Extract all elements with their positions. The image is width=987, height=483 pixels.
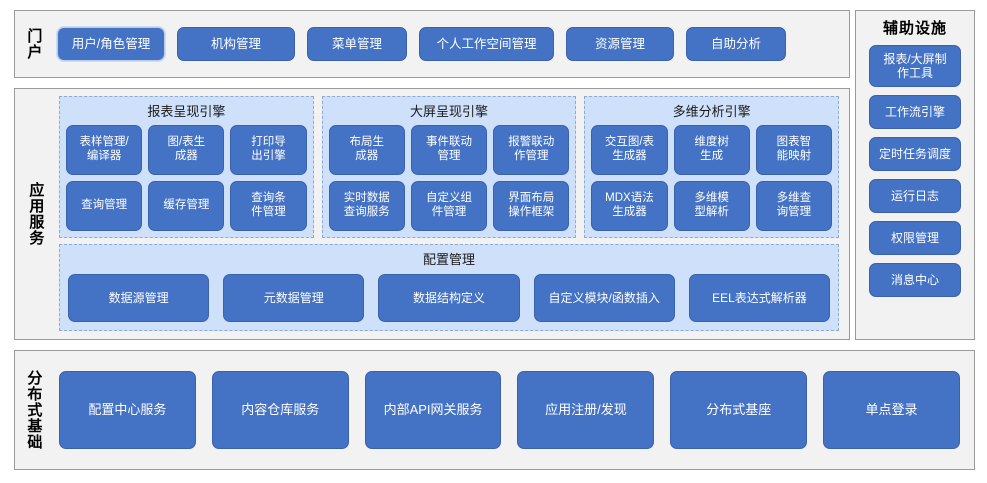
engine-item-realtime-data-query-service[interactable]: 实时数据 查询服务 [328,181,405,231]
application-services-body: 报表呈现引擎 表样管理/ 编译器 图/表生 成器 打印导 出引擎 查询管理 缓存… [55,89,849,339]
aux-button-group: 报表/大屏制 作工具 工作流引擎 定时任务调度 运行日志 权限管理 消息中心 [856,45,974,297]
distributed-foundation-items: 配置中心服务 内容仓库服务 内部API网关服务 应用注册/发现 分布式基座 单点… [51,351,974,469]
aux-facilities-panel: 辅助设施 报表/大屏制 作工具 工作流引擎 定时任务调度 运行日志 权限管理 消… [855,10,975,340]
engine-group-row: 报表呈现引擎 表样管理/ 编译器 图/表生 成器 打印导 出引擎 查询管理 缓存… [59,96,840,238]
portal-item-personal-workspace-management[interactable]: 个人工作空间管理 [419,27,554,61]
config-item-data-structure-definition[interactable]: 数据结构定义 [378,274,520,322]
aux-item-permission-management[interactable]: 权限管理 [869,221,961,255]
portal-item-resource-management[interactable]: 资源管理 [566,27,674,61]
dist-item-single-sign-on[interactable]: 单点登录 [823,371,960,449]
portal-tier-label: 门户 [25,28,43,60]
engine-items-report-rendering: 表样管理/ 编译器 图/表生 成器 打印导 出引擎 查询管理 缓存管理 查询条 … [66,125,307,231]
engine-item-interactive-chart-table-generator[interactable]: 交互图/表 生成器 [591,125,668,175]
engine-title-multidimensional-analysis: 多维分析引擎 [672,104,751,119]
config-item-metadata-management[interactable]: 元数据管理 [223,274,365,322]
dist-item-config-center-service[interactable]: 配置中心服务 [59,371,196,449]
engine-item-layout-generator[interactable]: 布局生 成器 [328,125,405,175]
dist-item-app-registration-discovery[interactable]: 应用注册/发现 [517,371,655,449]
engine-item-query-management[interactable]: 查询管理 [66,181,143,231]
engine-title-report-rendering: 报表呈现引擎 [147,104,226,119]
portal-item-user-role-management[interactable]: 用户/角色管理 [57,27,165,61]
engine-items-dashboard-rendering: 布局生 成器 事件联动 管理 报警联动 作管理 实时数据 查询服务 自定义组 件… [328,125,570,231]
config-item-eel-expression-parser[interactable]: EEL表达式解析器 [688,274,831,322]
configuration-management-title: 配置管理 [422,252,475,267]
aux-item-scheduled-task-scheduler[interactable]: 定时任务调度 [869,137,961,171]
engine-item-chart-table-generator[interactable]: 图/表生 成器 [148,125,225,175]
engine-item-cache-management[interactable]: 缓存管理 [148,181,225,231]
config-item-datasource-management[interactable]: 数据源管理 [68,274,210,322]
engine-item-query-condition-management[interactable]: 查询条 件管理 [230,181,307,231]
aux-panel-title: 辅助设施 [882,20,947,37]
portal-item-menu-management[interactable]: 菜单管理 [307,27,407,61]
dist-item-distributed-base[interactable]: 分布式基座 [670,371,808,449]
portal-item-org-management[interactable]: 机构管理 [177,27,295,61]
engine-item-custom-component-management[interactable]: 自定义组 件管理 [410,181,488,231]
engine-multidimensional-analysis: 多维分析引擎 交互图/表 生成器 维度树 生成 图表智 能映射 MDX语法 生成… [584,96,840,238]
configuration-management-group: 配置管理 数据源管理 元数据管理 数据结构定义 自定义模块/函数插入 EEL表达… [59,244,839,331]
portal-row: 门户 用户/角色管理 机构管理 菜单管理 个人工作空间管理 资源管理 自助分析 [14,10,979,78]
engine-item-chart-smart-mapping[interactable]: 图表智 能映射 [755,125,833,175]
aux-item-report-dashboard-authoring-tool[interactable]: 报表/大屏制 作工具 [869,45,961,87]
engine-item-multidimensional-query-management[interactable]: 多维查 询管理 [755,181,833,231]
distributed-foundation-panel: 分布式基础 配置中心服务 内容仓库服务 内部API网关服务 应用注册/发现 分布… [14,350,975,470]
engine-item-dimension-tree-generation[interactable]: 维度树 生成 [673,125,750,175]
engine-item-ui-layout-operation-framework[interactable]: 界面布局 操作框架 [493,181,570,231]
configuration-management-items: 数据源管理 元数据管理 数据结构定义 自定义模块/函数插入 EEL表达式解析器 [68,274,831,322]
portal-panel: 门户 用户/角色管理 机构管理 菜单管理 个人工作空间管理 资源管理 自助分析 [14,10,850,78]
aux-item-message-center[interactable]: 消息中心 [869,263,961,297]
engine-title-dashboard-rendering: 大屏呈现引擎 [410,104,489,119]
dist-item-content-repository-service[interactable]: 内容仓库服务 [211,371,349,449]
engine-item-print-export-engine[interactable]: 打印导 出引擎 [230,125,307,175]
engine-item-template-management-compiler[interactable]: 表样管理/ 编译器 [66,125,143,175]
portal-item-self-service-analysis[interactable]: 自助分析 [686,27,786,61]
engine-item-event-linkage-management[interactable]: 事件联动 管理 [410,125,488,175]
config-item-custom-module-function-insertion[interactable]: 自定义模块/函数插入 [533,274,675,322]
application-services-tier-label: 应用服务 [27,182,45,246]
dist-item-internal-api-gateway-service[interactable]: 内部API网关服务 [364,371,502,449]
engine-item-mdx-syntax-generator[interactable]: MDX语法 生成器 [591,181,668,231]
aux-item-runtime-log[interactable]: 运行日志 [869,179,961,213]
engine-items-multidimensional-analysis: 交互图/表 生成器 维度树 生成 图表智 能映射 MDX语法 生成器 多维模 型… [591,125,833,231]
engine-dashboard-rendering: 大屏呈现引擎 布局生 成器 事件联动 管理 报警联动 作管理 实时数据 查询服务… [321,96,577,238]
engine-item-alarm-linkage-action-management[interactable]: 报警联动 作管理 [493,125,570,175]
engine-report-rendering: 报表呈现引擎 表样管理/ 编译器 图/表生 成器 打印导 出引擎 查询管理 缓存… [59,96,314,238]
distributed-foundation-tier-label: 分布式基础 [25,370,43,450]
portal-button-group: 用户/角色管理 机构管理 菜单管理 个人工作空间管理 资源管理 自助分析 [51,11,839,77]
application-services-panel: 应用服务 报表呈现引擎 表样管理/ 编译器 图/表生 成器 打印导 出引擎 查询… [14,88,850,340]
engine-item-multidimensional-model-parsing[interactable]: 多维模 型解析 [673,181,750,231]
aux-item-workflow-engine[interactable]: 工作流引擎 [869,95,961,129]
